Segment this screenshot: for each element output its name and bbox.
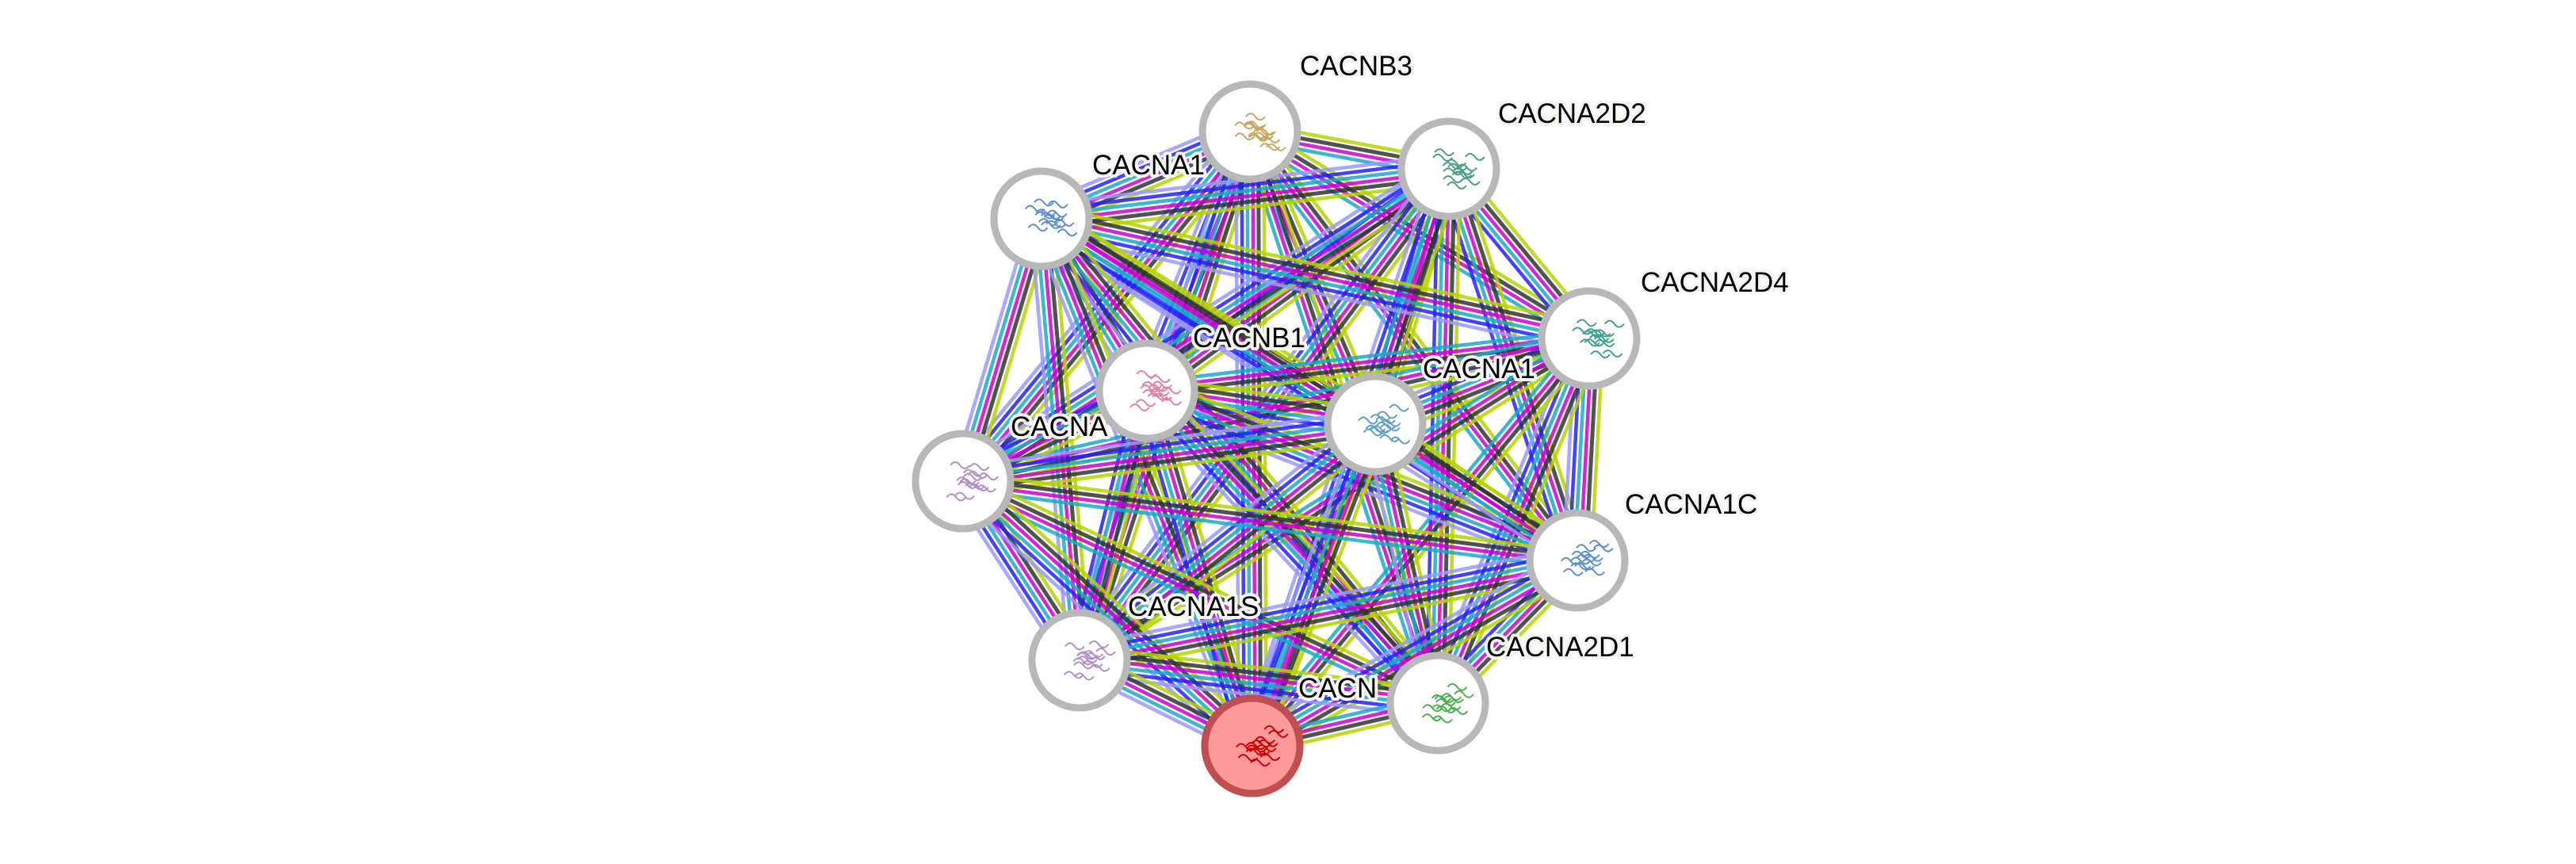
node-label: CACNA	[1011, 411, 1108, 442]
node-label: CACNA2D4	[1641, 267, 1789, 298]
edge-coexpression[interactable]	[963, 476, 1440, 703]
node-label: CACNA1C	[1625, 489, 1757, 520]
edge-textmining[interactable]	[965, 472, 1443, 698]
node-label: CACNA1	[1092, 150, 1205, 181]
edge-cooccurrence[interactable]	[1077, 550, 1577, 654]
edge-databases[interactable]	[961, 487, 1577, 571]
edge-databases[interactable]	[1034, 220, 1249, 749]
edge-coexpression[interactable]	[1080, 650, 1439, 698]
edge-coexpression[interactable]	[963, 476, 1578, 560]
edge-coexpression[interactable]	[1042, 208, 1592, 333]
node-cacnb3[interactable]	[1198, 80, 1301, 183]
node-label: CACNA2D1	[1486, 632, 1634, 663]
protein-structure-icon	[1358, 403, 1411, 445]
edge-homology[interactable]	[1076, 545, 1576, 649]
edge-coexpression[interactable]	[1147, 338, 1590, 396]
edge-experiments[interactable]	[1252, 561, 1580, 750]
edge-experiments[interactable]	[963, 425, 1376, 486]
protein-structure-icon	[1560, 540, 1614, 576]
edge-cooccurrence[interactable]	[1040, 159, 1448, 212]
protein-structure-icon	[1421, 682, 1474, 724]
edge-experiments[interactable]	[1248, 335, 1589, 746]
edge-cooccurrence[interactable]	[1039, 225, 1588, 349]
edge-textmining[interactable]	[1083, 343, 1595, 669]
edge-coexpression[interactable]	[967, 473, 1259, 742]
edge-experiments[interactable]	[963, 477, 1256, 746]
edge-textmining[interactable]	[1447, 169, 1462, 704]
edge-experiments[interactable]	[1041, 214, 1591, 338]
protein-structure-icon	[1024, 198, 1078, 237]
edge-experiments[interactable]	[1041, 170, 1450, 224]
protein-structure-icon	[1234, 113, 1286, 151]
edge-homology[interactable]	[961, 408, 1374, 469]
node-label: CACNA1S	[1128, 591, 1259, 622]
edge-databases[interactable]	[1041, 164, 1449, 218]
edge-databases[interactable]	[959, 128, 1250, 481]
edge-databases[interactable]	[960, 481, 1252, 750]
edge-textmining[interactable]	[1080, 644, 1440, 691]
edge-textmining[interactable]	[1049, 213, 1265, 743]
edge-textmining[interactable]	[964, 471, 1579, 554]
edge-experiments[interactable]	[1039, 218, 1255, 747]
edge-databases[interactable]	[1145, 328, 1589, 384]
edge-coexpression[interactable]	[1250, 127, 1592, 338]
protein-structure-icon	[1432, 148, 1485, 189]
edge-coexpression[interactable]	[1151, 384, 1446, 699]
edge-databases[interactable]	[962, 419, 1375, 480]
edge-cooccurrence[interactable]	[1247, 551, 1574, 740]
node-label: CACNB3	[1300, 51, 1412, 82]
edge-coexpression[interactable]	[1045, 216, 1259, 745]
node-label: CACNB1	[1193, 323, 1305, 354]
node-cacna2d1[interactable]	[1386, 652, 1489, 755]
node-label: CACNA1	[1423, 354, 1535, 384]
edge-databases[interactable]	[1040, 220, 1589, 343]
node-label: CACN	[1298, 673, 1377, 704]
node-cacna1c[interactable]	[1526, 509, 1629, 612]
node-cacn_q[interactable]	[1201, 694, 1304, 797]
node-cacna2d2[interactable]	[1397, 117, 1500, 220]
edge-cooccurrence[interactable]	[961, 414, 1374, 475]
node-cacna2d4[interactable]	[1538, 287, 1641, 390]
node-cacnb1[interactable]	[1095, 339, 1198, 442]
edge-homology[interactable]	[1069, 411, 1368, 652]
edge-coexpression[interactable]	[1045, 218, 1087, 660]
node-label: CACNA2D2	[1498, 98, 1646, 129]
node-cacna1_tl[interactable]	[990, 167, 1093, 270]
edge-homology[interactable]	[1237, 418, 1364, 742]
edge-coexpression[interactable]	[964, 430, 1377, 491]
edge-experiments[interactable]	[1080, 561, 1579, 665]
edge-databases[interactable]	[1076, 166, 1449, 660]
edge-textmining[interactable]	[1147, 345, 1591, 401]
protein-structure-icon	[1236, 725, 1289, 767]
edge-experiments[interactable]	[1146, 334, 1589, 390]
edge-experiments[interactable]	[1246, 132, 1577, 564]
edge-coexpression[interactable]	[1258, 426, 1385, 750]
edge-experiments[interactable]	[1080, 656, 1439, 702]
edge-databases[interactable]	[1250, 556, 1577, 745]
node-cacna_l[interactable]	[912, 430, 1015, 533]
protein-structure-icon	[1129, 370, 1182, 411]
protein-structure-icon	[1063, 640, 1116, 681]
edge-databases[interactable]	[1078, 556, 1577, 659]
edge-homology[interactable]	[1244, 546, 1572, 736]
edge-coexpression[interactable]	[1080, 566, 1580, 671]
edge-cooccurrence[interactable]	[1143, 396, 1575, 570]
edge-textmining[interactable]	[965, 436, 1378, 497]
edge-experiments[interactable]	[962, 482, 1577, 565]
edge-databases[interactable]	[958, 487, 1435, 713]
protein-structure-icon	[1572, 319, 1625, 359]
edge-databases[interactable]	[1079, 661, 1438, 708]
edge-textmining[interactable]	[1257, 342, 1597, 753]
edge-databases[interactable]	[1145, 392, 1577, 565]
edge-homology[interactable]	[1038, 230, 1587, 354]
edge-textmining[interactable]	[1044, 203, 1593, 327]
labels-layer: CACNB3CACNA2D2CACNA1CACNA2D4CACNB1CACNA1…	[1007, 48, 1792, 707]
node-cacna1s[interactable]	[1028, 609, 1131, 712]
protein-structure-icon	[946, 461, 999, 502]
node-cacna1_c[interactable]	[1324, 373, 1427, 476]
